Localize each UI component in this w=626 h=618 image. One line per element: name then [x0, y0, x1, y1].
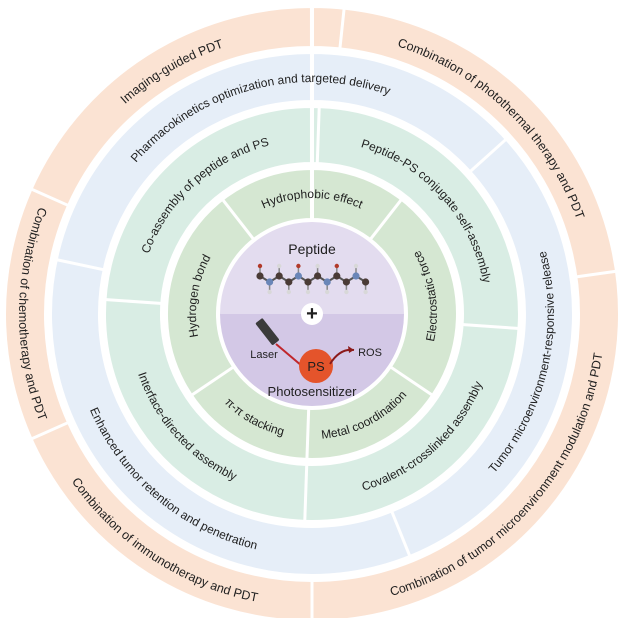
- force-ring-divider: [305, 407, 311, 460]
- outer-ring-divider: [575, 269, 618, 279]
- delivery-ring-divider: [468, 137, 508, 174]
- delivery-ring-divider: [55, 258, 105, 272]
- ros-label: ROS: [358, 347, 382, 359]
- assembly-ring-band: [102, 103, 522, 524]
- core-top-half: [220, 222, 404, 314]
- assembly-ring-divider: [315, 106, 321, 165]
- plus-icon: +: [306, 303, 318, 325]
- force-ring-divider: [190, 365, 235, 397]
- ps-label: PS: [307, 359, 325, 374]
- laser-device-icon: [255, 318, 279, 345]
- outer-ring-divider: [30, 187, 70, 208]
- force-ring-divider: [368, 198, 404, 241]
- peptide-molecule-icon: [256, 263, 370, 295]
- force-ring-divider: [220, 198, 256, 241]
- outer-ring-divider: [30, 420, 70, 441]
- outer-ring-band: [1, 3, 622, 618]
- assembly-ring-divider: [461, 322, 520, 331]
- delivery-ring-divider: [390, 510, 412, 558]
- photosensitizer-label: Photosensitizer: [268, 384, 358, 399]
- delivery-ring-band: [47, 49, 576, 578]
- ps-sphere-icon: [299, 349, 333, 383]
- laser-beam: [275, 343, 303, 367]
- peptide-label: Peptide: [288, 241, 336, 257]
- assembly-ring-divider: [104, 297, 163, 306]
- force-ring-divider: [389, 365, 434, 397]
- plus-icon-bg: [301, 303, 323, 325]
- force-ring-band: [163, 165, 460, 462]
- assembly-ring-divider: [303, 463, 309, 522]
- outer-ring-divider: [338, 7, 346, 50]
- laser-label: Laser: [250, 349, 278, 361]
